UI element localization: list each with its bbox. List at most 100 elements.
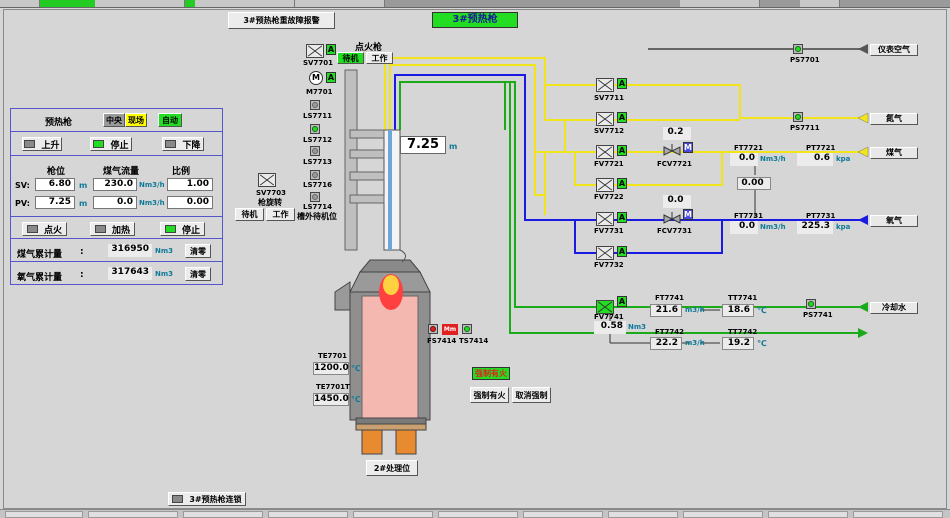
- rotation-standby-button[interactable]: 待机: [235, 208, 264, 221]
- ft7721-tag: FT7721: [734, 144, 764, 152]
- fcv7731-manual-badge: M: [683, 209, 693, 220]
- endpoint-instrument-air: 仪表空气: [870, 44, 918, 56]
- taskbar-slot[interactable]: [608, 511, 678, 518]
- ignition-standby-button[interactable]: 待机: [337, 52, 364, 64]
- pt7731-value: 225.3: [797, 221, 833, 234]
- fv7722-valve[interactable]: [596, 178, 614, 192]
- sv7703-valve[interactable]: [258, 173, 276, 187]
- stop2-status-icon: [164, 225, 176, 233]
- col-ratio: 比例: [172, 167, 191, 177]
- endpoint-gas: 煤气: [870, 147, 918, 159]
- gun-position-value: 7.25: [400, 136, 446, 154]
- te7701t-tag: TE7701T: [316, 383, 350, 391]
- fv7741-valve[interactable]: [596, 300, 614, 314]
- taskbar-slot[interactable]: [853, 511, 943, 518]
- interlock-button[interactable]: 3#预热枪连锁: [168, 492, 246, 506]
- page-title: 3#预热枪: [432, 12, 518, 28]
- fv7732-auto-badge: A: [617, 246, 627, 257]
- gun-rail: [344, 69, 358, 251]
- fv7741-unit: Nm3: [628, 323, 647, 331]
- panel-title: 预热枪: [45, 118, 73, 128]
- heat-button[interactable]: 加热: [90, 222, 135, 236]
- force-fire-button[interactable]: 强制有火: [470, 387, 509, 403]
- ft7731-unit: Nm3/h: [760, 223, 786, 231]
- gas-reset-button[interactable]: 清零: [185, 244, 211, 258]
- sv7712-valve[interactable]: [596, 112, 614, 126]
- ft7742-value: 22.2: [650, 337, 682, 350]
- taskbar-slot[interactable]: [438, 511, 518, 518]
- oxygen-lines: [394, 74, 868, 254]
- fv7731-valve[interactable]: [596, 212, 614, 226]
- gun-position-unit: m: [449, 142, 458, 151]
- gas-total-colon: :: [80, 247, 84, 257]
- fcv7731-tag: FCV7731: [657, 227, 692, 235]
- pt7731-tag: PT7731: [806, 212, 836, 220]
- fv7741-tag: FV7741: [594, 313, 624, 321]
- ratio-display-value: 0.00: [737, 177, 771, 190]
- fv7732-valve[interactable]: [596, 246, 614, 260]
- rotation-title: 枪旋转: [258, 198, 282, 207]
- heat-status-icon: [94, 225, 106, 233]
- instrument-air-arrow: [858, 44, 868, 54]
- oxy-total-colon: :: [80, 270, 84, 280]
- ft7742-unit: m3/h: [685, 339, 705, 347]
- taskbar-slot[interactable]: [268, 511, 348, 518]
- fv7721-valve[interactable]: [596, 145, 614, 159]
- pv-ratio-value: 0.00: [167, 196, 213, 209]
- sv-ratio-value[interactable]: 1.00: [167, 178, 213, 191]
- flame-mm-badge: Mm: [442, 324, 458, 335]
- oxy-reset-button[interactable]: 清零: [185, 267, 211, 281]
- taskbar-slot[interactable]: [683, 511, 763, 518]
- ts7414-tag: TS7414: [459, 337, 489, 345]
- fs7414-tag: FS7414: [427, 337, 457, 345]
- sv-position-value[interactable]: 6.80: [35, 178, 75, 191]
- ignition-work-button[interactable]: 工作: [366, 52, 393, 64]
- ft7721-unit: Nm3/h: [760, 155, 786, 163]
- ps7741-indicator: [806, 299, 816, 309]
- sv7712-tag: SV7712: [594, 127, 624, 135]
- pt7721-tag: PT7721: [806, 144, 836, 152]
- ps7701-indicator: [793, 44, 803, 54]
- sv7703-tag: SV7703: [256, 189, 286, 197]
- mode-central-button[interactable]: 中央: [103, 113, 125, 127]
- bottom-taskbar: [0, 509, 950, 518]
- sv7701-tag: SV7701: [303, 59, 333, 67]
- te7701t-value: 1450.0: [313, 393, 349, 406]
- sv-flow-value[interactable]: 230.0: [93, 178, 137, 191]
- motor-icon: M: [309, 71, 323, 85]
- fcv7731-valve[interactable]: [663, 212, 681, 226]
- fcv7721-valve[interactable]: [663, 144, 681, 158]
- mode-local-button[interactable]: 现场: [125, 113, 147, 127]
- sv7711-valve[interactable]: [596, 78, 614, 92]
- ls7716-indicator: [310, 170, 320, 180]
- pt7721-value: 0.6: [797, 153, 833, 166]
- te7701-tag: TE7701: [318, 352, 348, 360]
- taskbar-slot[interactable]: [5, 511, 83, 518]
- endpoint-cooling-water: 冷却水: [870, 302, 918, 314]
- pv-label: PV:: [15, 199, 30, 208]
- up-button[interactable]: 上升: [22, 137, 62, 151]
- taskbar-slot[interactable]: [523, 511, 603, 518]
- fv7722-auto-badge: A: [617, 178, 627, 189]
- taskbar-slot[interactable]: [88, 511, 178, 518]
- taskbar-slot[interactable]: [768, 511, 848, 518]
- ls7716-tag: LS7716: [303, 181, 332, 189]
- down-button[interactable]: 下降: [162, 137, 204, 151]
- taskbar-slot[interactable]: [353, 511, 433, 518]
- ignite-button[interactable]: 点火: [22, 222, 67, 236]
- stop-button[interactable]: 停止: [90, 137, 132, 151]
- sv7701-valve[interactable]: [306, 44, 324, 58]
- position-2-button[interactable]: 2#处理位: [366, 460, 418, 476]
- rotation-work-button[interactable]: 工作: [266, 208, 295, 221]
- taskbar-slot[interactable]: [183, 511, 263, 518]
- alarm-button[interactable]: 3#预热枪重故障报警: [228, 12, 335, 29]
- fv7721-tag: FV7721: [594, 160, 624, 168]
- stop2-button[interactable]: 停止: [160, 222, 205, 236]
- te7701-unit: ℃: [351, 364, 361, 373]
- oxy-total-label: 氧气累计量: [17, 273, 63, 283]
- tt7741-tag: TT7741: [728, 294, 758, 302]
- mode-auto-button[interactable]: 自动: [158, 113, 182, 127]
- fcv7721-opening: 0.2: [663, 127, 691, 140]
- fv7732-tag: FV7732: [594, 261, 624, 269]
- cancel-force-button[interactable]: 取消强制: [512, 387, 551, 403]
